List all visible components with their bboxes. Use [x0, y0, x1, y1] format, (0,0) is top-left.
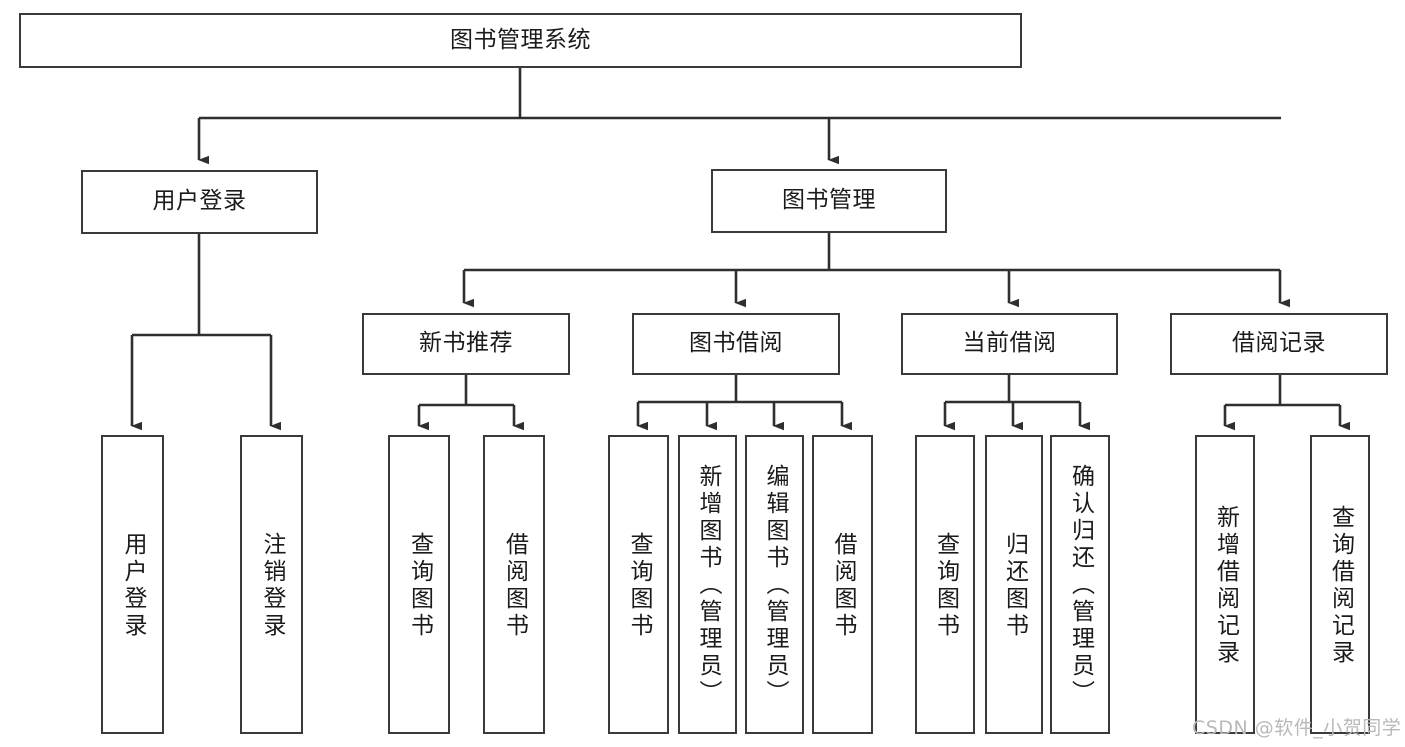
- leaf-user-login-login[interactable]: 用户登录: [101, 435, 164, 734]
- node-label: 确认归还（管理员）: [1067, 464, 1094, 707]
- node-label: 当前借阅: [962, 330, 1057, 357]
- leaf-current-query-book[interactable]: 查询图书: [915, 435, 975, 734]
- node-new-book-recommend[interactable]: 新书推荐: [362, 313, 570, 375]
- leaf-current-confirm-return-admin[interactable]: 确认归还（管理员）: [1050, 435, 1110, 734]
- node-borrow-record[interactable]: 借阅记录: [1170, 313, 1388, 375]
- leaf-recommend-query-book[interactable]: 查询图书: [388, 435, 450, 734]
- leaf-record-add-record[interactable]: 新增借阅记录: [1195, 435, 1255, 734]
- node-label: 图书管理系统: [450, 26, 591, 53]
- node-label: 归还图书: [1001, 531, 1028, 640]
- leaf-borrow-edit-book-admin[interactable]: 编辑图书（管理员）: [745, 435, 804, 734]
- node-label: 用户登录: [152, 188, 247, 215]
- node-label: 注销登录: [259, 531, 285, 640]
- node-label: 图书借阅: [689, 330, 783, 357]
- node-label: 新增借阅记录: [1212, 504, 1239, 667]
- node-label: 查询借阅记录: [1327, 504, 1354, 667]
- node-book-management[interactable]: 图书管理: [711, 169, 947, 233]
- leaf-borrow-borrow-book[interactable]: 借阅图书: [812, 435, 873, 734]
- leaf-current-return-book[interactable]: 归还图书: [985, 435, 1043, 734]
- node-label: 新增图书（管理员）: [695, 464, 721, 707]
- node-user-login[interactable]: 用户登录: [81, 170, 318, 234]
- leaf-user-login-logout[interactable]: 注销登录: [240, 435, 303, 734]
- node-label: 查询图书: [406, 531, 433, 640]
- node-book-borrow[interactable]: 图书借阅: [632, 313, 840, 375]
- leaf-borrow-query-book[interactable]: 查询图书: [608, 435, 669, 734]
- node-label: 查询图书: [932, 531, 959, 640]
- node-label: 编辑图书（管理员）: [762, 464, 788, 707]
- watermark-text: CSDN @软件_小贺同学: [1192, 717, 1402, 739]
- node-label: 借阅图书: [501, 531, 528, 640]
- node-current-borrow[interactable]: 当前借阅: [901, 313, 1118, 375]
- node-label: 借阅记录: [1232, 330, 1326, 357]
- node-label: 查询图书: [626, 531, 652, 640]
- node-label: 图书管理: [782, 187, 876, 214]
- leaf-record-query-record[interactable]: 查询借阅记录: [1310, 435, 1370, 734]
- leaf-recommend-borrow-book[interactable]: 借阅图书: [483, 435, 545, 734]
- node-label: 用户登录: [120, 531, 146, 640]
- leaf-borrow-add-book-admin[interactable]: 新增图书（管理员）: [678, 435, 737, 734]
- node-root-system[interactable]: 图书管理系统: [19, 13, 1022, 68]
- node-label: 借阅图书: [830, 531, 856, 640]
- node-label: 新书推荐: [419, 330, 513, 357]
